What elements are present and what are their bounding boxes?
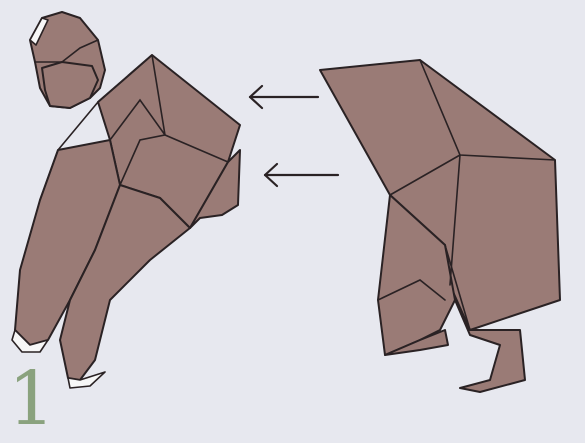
gorilla-face (42, 62, 98, 108)
gorilla-back-piece (320, 60, 560, 392)
step-number: 1 (8, 362, 55, 436)
lower-arrow (265, 164, 338, 186)
folded-gorilla-model (12, 12, 240, 388)
upper-arrow (250, 86, 318, 108)
